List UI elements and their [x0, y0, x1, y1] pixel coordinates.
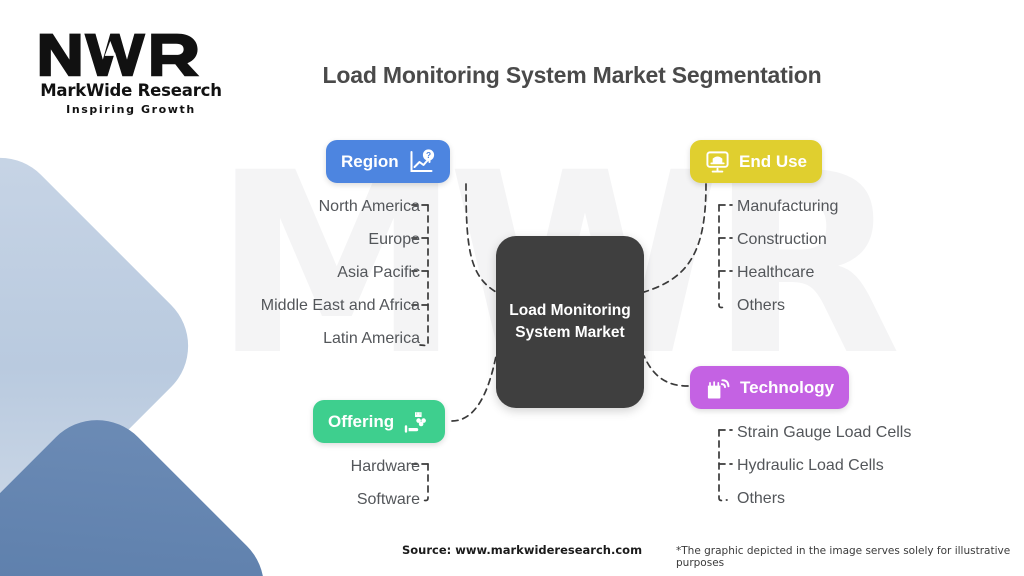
list-item: Manufacturing [737, 198, 839, 215]
branch-items-technology: Strain Gauge Load Cells Hydraulic Load C… [737, 425, 1024, 524]
wireless-scale-icon [705, 375, 731, 400]
line-chart-question-icon: ? [408, 148, 435, 175]
page-title: Load Monitoring System Market Segmentati… [322, 62, 822, 88]
source-label: Source: www.markwideresearch.com [402, 543, 643, 557]
list-item: Others [737, 297, 786, 314]
list-item: Latin America [323, 330, 420, 347]
list-item: Construction [737, 231, 827, 248]
brand-name: MarkWide Research [40, 81, 222, 100]
brand-tagline: Inspiring Growth [66, 103, 196, 116]
list-item: Software [356, 491, 420, 508]
branch-items-end-use: Manufacturing Construction Healthcare Ot… [737, 199, 1024, 331]
list-item: Strain Gauge Load Cells [737, 424, 912, 441]
branch-label-technology: Technology [740, 377, 835, 397]
branch-label-region: Region [341, 151, 399, 171]
branch-badge-end-use[interactable]: End Use [690, 140, 823, 183]
list-item: North America [318, 198, 420, 215]
branch-items-region: North America Europe Asia Pacific Middle… [60, 199, 420, 364]
list-item: Hardware [350, 458, 420, 475]
list-item: Others [737, 490, 786, 507]
brand-logo: MarkWide Research Inspiring Growth [36, 28, 226, 116]
mwr-monogram-icon [39, 33, 200, 77]
svg-text:?: ? [426, 149, 431, 159]
center-node-label: Load Monitoring System Market [509, 302, 631, 341]
branch-items-offering: Hardware Software [60, 459, 420, 525]
disclaimer-label: *The graphic depicted in the image serve… [676, 545, 1011, 569]
list-item: Hydraulic Load Cells [737, 457, 884, 474]
branch-badge-region[interactable]: Region ? [326, 140, 450, 183]
branch-label-offering: Offering [328, 411, 395, 431]
list-item: Asia Pacific [337, 264, 420, 281]
branch-label-end-use: End Use [739, 151, 808, 171]
list-item: Middle East and Africa [260, 297, 420, 314]
branch-badge-technology[interactable]: Technology [690, 366, 850, 409]
list-item: Healthcare [737, 264, 815, 281]
hand-holding-package-icon [403, 409, 430, 435]
desktop-monitor-icon [705, 149, 730, 174]
center-node: Load Monitoring System Market [496, 236, 644, 408]
list-item: Europe [368, 231, 420, 248]
branch-badge-offering[interactable]: Offering [313, 400, 446, 443]
